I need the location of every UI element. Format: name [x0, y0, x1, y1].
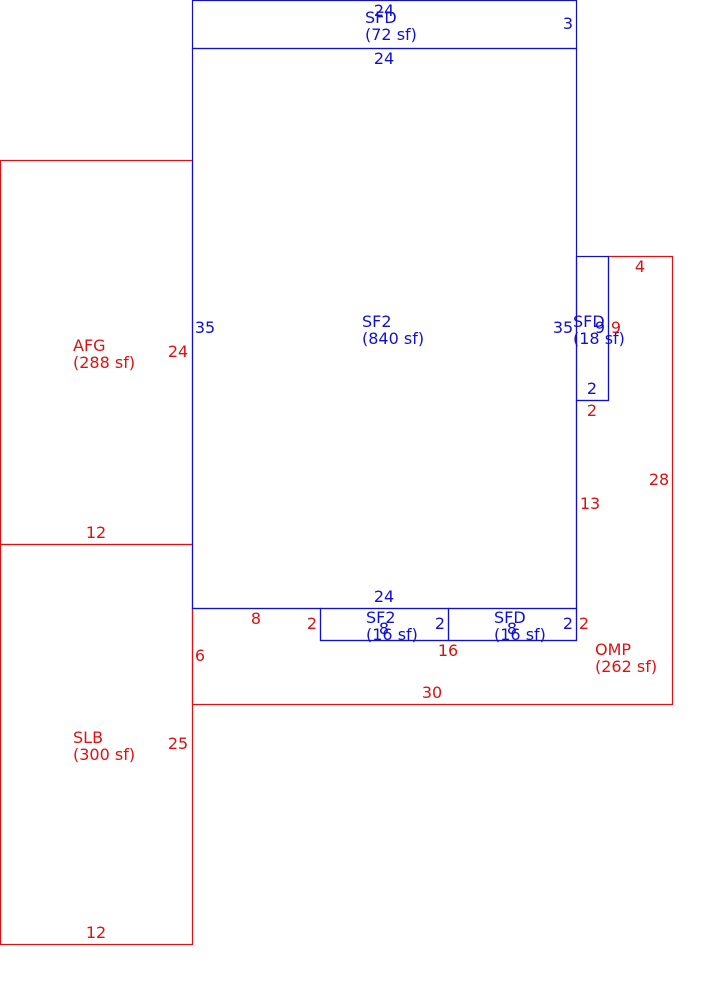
slb-name: SLB [73, 728, 103, 747]
dim-sf2-top: 24 [374, 49, 394, 68]
sfd-bottom-area: (16 sf) [494, 625, 546, 644]
dim-omp-28: 28 [649, 470, 669, 489]
afg-name: AFG [73, 336, 106, 355]
dim-sfd-top-width: 24 [374, 1, 394, 20]
sfd-bottom-outline [447, 607, 578, 642]
dim-slb-height: 25 [168, 734, 188, 753]
dim-slb-width: 12 [86, 923, 106, 942]
dim-omp-30: 30 [422, 683, 442, 702]
sfd-right-name: SFD [573, 312, 605, 331]
dim-omp-8: 8 [251, 609, 261, 628]
dim-sfd-top-height: 3 [563, 14, 573, 33]
dim-omp-top: 4 [635, 257, 645, 276]
dim-sfd-right-height: 9 [595, 318, 605, 337]
dim-sf2-bottom: 24 [374, 587, 394, 606]
sfd-top-name: SFD [365, 8, 397, 27]
dim-sf2-bottom-height: 2 [435, 614, 445, 633]
sf2-main-area: (840 sf) [362, 329, 424, 348]
dim-omp-13: 13 [580, 494, 600, 513]
sfd-bottom-name: SFD [494, 608, 526, 627]
dim-sfd-bottom-width: 8 [507, 619, 517, 638]
dim-omp-16: 16 [438, 641, 458, 660]
dim-sf2-bottom-width: 8 [379, 619, 389, 638]
dim-omp-6: 6 [195, 646, 205, 665]
slb-outline [0, 543, 194, 946]
dim-sfd-bottom-height: 2 [563, 614, 573, 633]
dim-omp-2b: 2 [579, 614, 589, 633]
omp-area: (262 sf) [595, 657, 657, 676]
dim-omp-2a: 2 [587, 401, 597, 420]
omp-name: OMP [595, 640, 631, 659]
sfd-right-outline [575, 255, 610, 402]
dim-sfd-right-width: 2 [587, 379, 597, 398]
sf2-bottom-area: (16 sf) [366, 625, 418, 644]
dim-afg-height: 24 [168, 342, 188, 361]
slb-area: (300 sf) [73, 745, 135, 764]
dim-afg-width: 12 [86, 523, 106, 542]
dim-omp-9: 9 [611, 318, 621, 337]
sfd-top-area: (72 sf) [365, 25, 417, 44]
dim-sf2-right: 35 [553, 318, 573, 337]
dim-sf2-left: 35 [195, 318, 215, 337]
sfd-right-area: (18 sf) [573, 329, 625, 348]
sf2-bottom-name: SF2 [366, 608, 396, 627]
dim-omp-2c: 2 [307, 614, 317, 633]
sf2-main-name: SF2 [362, 312, 392, 331]
afg-area: (288 sf) [73, 353, 135, 372]
